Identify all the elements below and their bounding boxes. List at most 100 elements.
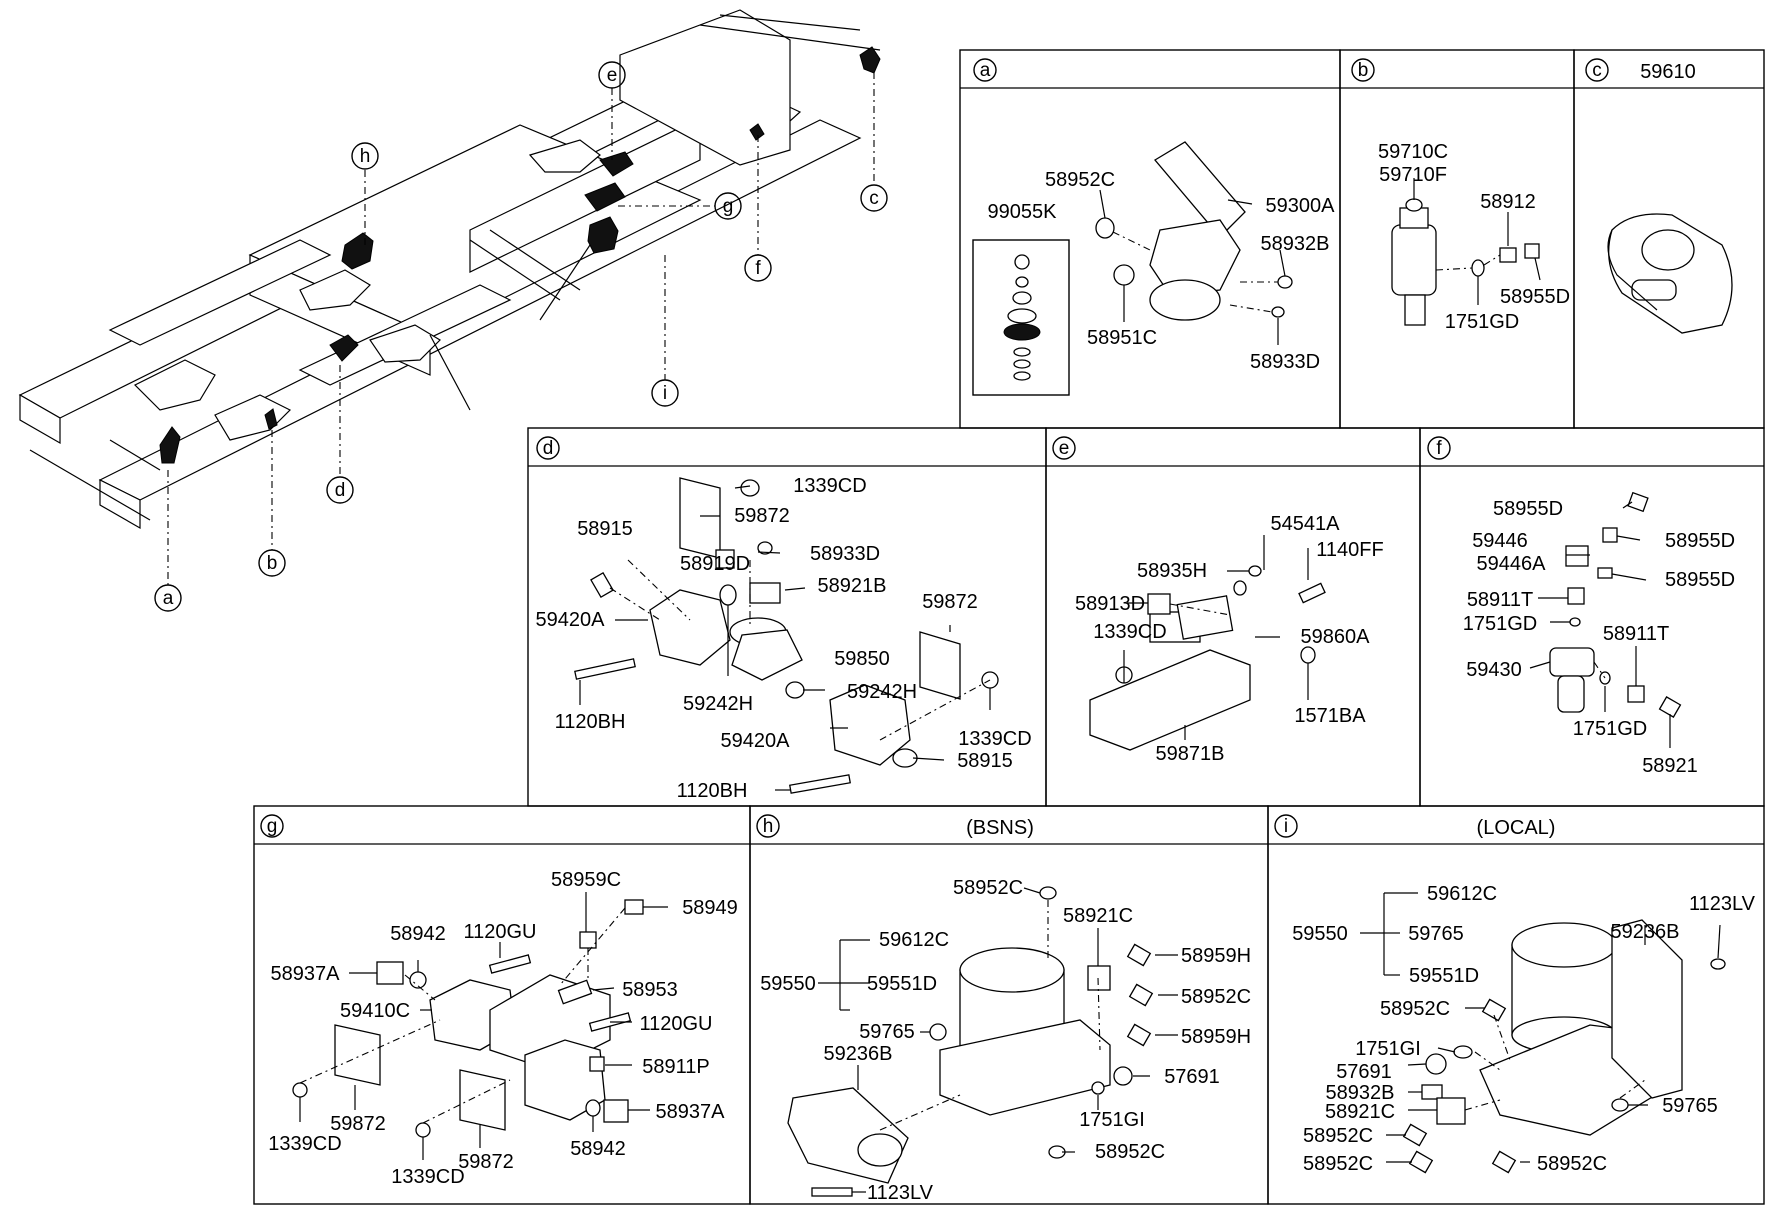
label-57691: 57691: [1336, 1061, 1392, 1083]
label-58953: 58953: [622, 979, 678, 1001]
label-59710C: 59710C: [1378, 141, 1448, 163]
callout-i-label: i: [663, 383, 667, 404]
part-g-marker: [584, 182, 626, 212]
panel-e-key: [1052, 436, 1076, 460]
callout-i[interactable]: [651, 379, 679, 407]
label-99055K: 99055K: [988, 201, 1058, 223]
label-59860A: 59860A: [1301, 626, 1371, 648]
panel-b-key: [1351, 58, 1375, 82]
label-59850: 59850: [834, 648, 890, 670]
part-b-marker: [264, 408, 278, 430]
label-59236B: 59236B: [1611, 921, 1680, 943]
panel-b-key-label: b: [1358, 60, 1369, 81]
panel-h-parts: 58952C 58921C 59612C 59550 58959H 59551D…: [760, 877, 1251, 1204]
label-59410C: 59410C: [340, 1000, 410, 1022]
label-1120GU: 1120GU: [463, 921, 536, 943]
label-58919D: 58919D: [680, 553, 750, 575]
panel-f-key-label: f: [1436, 438, 1442, 459]
label-1571BA: 1571BA: [1294, 705, 1366, 727]
callout-h-label: h: [360, 146, 371, 167]
panel-c-parts: [1607, 213, 1733, 334]
label-1339CD-2: 1339CD: [391, 1166, 464, 1188]
label-58952C-2: 58952C: [1303, 1125, 1373, 1147]
label-59300A: 59300A: [1266, 195, 1336, 217]
panel-i-parts: 59612C 1123LV 59550 59765 59236B 59551D …: [1292, 883, 1755, 1175]
callout-f-label: f: [755, 258, 761, 279]
callout-a[interactable]: [154, 584, 182, 612]
label-59550: 59550: [1292, 923, 1348, 945]
label-58921: 58921: [1642, 755, 1698, 777]
label-58952C: 58952C: [1045, 169, 1115, 191]
callout-c[interactable]: [860, 184, 888, 212]
panel-g-key-label: g: [267, 816, 278, 837]
label-58959C: 58959C: [551, 869, 621, 891]
label-59446A: 59446A: [1477, 553, 1547, 575]
label-59551D: 59551D: [1409, 965, 1479, 987]
kit-99055K-box: [972, 239, 1070, 396]
label-59872-2: 59872: [458, 1151, 514, 1173]
label-58932B: 58932B: [1261, 233, 1330, 255]
callout-h[interactable]: [351, 142, 379, 170]
label-1339CD-2: 1339CD: [958, 728, 1031, 750]
label-58951C: 58951C: [1087, 327, 1157, 349]
panel-e-parts: 54541A 1140FF 58935H 58913D 59860A 1339C…: [1075, 513, 1384, 765]
part-d-marker: [329, 334, 359, 362]
callout-a-label: a: [163, 588, 174, 609]
callout-d[interactable]: [326, 476, 354, 504]
label-59872-2: 59872: [922, 591, 978, 613]
label-1140FF: 1140FF: [1316, 539, 1383, 561]
panel-b: b: [1339, 49, 1575, 429]
label-58921B: 58921B: [818, 575, 887, 597]
panel-d-key: [536, 436, 560, 460]
callout-e[interactable]: [598, 61, 626, 89]
callout-d-label: d: [335, 480, 346, 501]
label-1339CD: 1339CD: [1093, 621, 1166, 643]
label-58935H: 58935H: [1137, 560, 1207, 582]
label-1120BH-2: 1120BH: [677, 780, 748, 802]
label-58959H-2: 58959H: [1181, 1026, 1251, 1048]
part-i-marker: [587, 216, 619, 254]
label-59242H-2: 59242H: [847, 681, 917, 703]
panel-c-key-label: c: [1592, 60, 1602, 81]
panel-a-key-label: a: [980, 60, 991, 81]
label-58937A: 58937A: [271, 963, 341, 985]
label-58912: 58912: [1480, 191, 1536, 213]
label-58913D: 58913D: [1075, 593, 1145, 615]
label-59872: 59872: [734, 505, 790, 527]
label-59765-2: 59765: [1662, 1095, 1718, 1117]
label-58942: 58942: [390, 923, 446, 945]
label-1339CD: 1339CD: [268, 1133, 341, 1155]
panel-h-key-label: h: [763, 816, 774, 837]
label-59612C: 59612C: [1427, 883, 1497, 905]
label-58933D: 58933D: [1250, 351, 1320, 373]
callout-f[interactable]: [744, 254, 772, 282]
label-1751GD: 1751GD: [1463, 613, 1538, 635]
callout-c-label: c: [869, 188, 879, 209]
label-1123LV: 1123LV: [1689, 893, 1756, 915]
panel-i-key-label: i: [1284, 816, 1288, 837]
label-59420A-2: 59420A: [721, 730, 791, 752]
label-58955D: 58955D: [1500, 286, 1570, 308]
label-58952C-2: 58952C: [1181, 986, 1251, 1008]
label-54541A: 54541A: [1271, 513, 1341, 535]
panel-f-parts: 58955D 59446 59446A 58955D 58955D 58911T…: [1463, 491, 1735, 777]
label-58952C-3: 58952C: [1095, 1141, 1165, 1163]
label-59242H: 59242H: [683, 693, 753, 715]
label-58915: 58915: [577, 518, 633, 540]
label-57691: 57691: [1164, 1066, 1220, 1088]
label-58932B: 58932B: [1326, 1082, 1395, 1104]
panel-g-key: [260, 814, 284, 838]
callout-b[interactable]: [258, 549, 286, 577]
label-58933D: 58933D: [810, 543, 880, 565]
callout-e-label: e: [607, 65, 618, 86]
label-59430: 59430: [1466, 659, 1522, 681]
label-59871B: 59871B: [1156, 743, 1225, 765]
panel-e-key-label: e: [1059, 438, 1070, 459]
chassis-callouts: a b c d e f g h i: [154, 61, 888, 612]
panel-f-key: [1427, 436, 1451, 460]
label-58955D-3: 58955D: [1665, 569, 1735, 591]
callout-g[interactable]: [714, 192, 742, 220]
label-59236B: 59236B: [824, 1043, 893, 1065]
label-1751GI: 1751GI: [1355, 1038, 1421, 1060]
